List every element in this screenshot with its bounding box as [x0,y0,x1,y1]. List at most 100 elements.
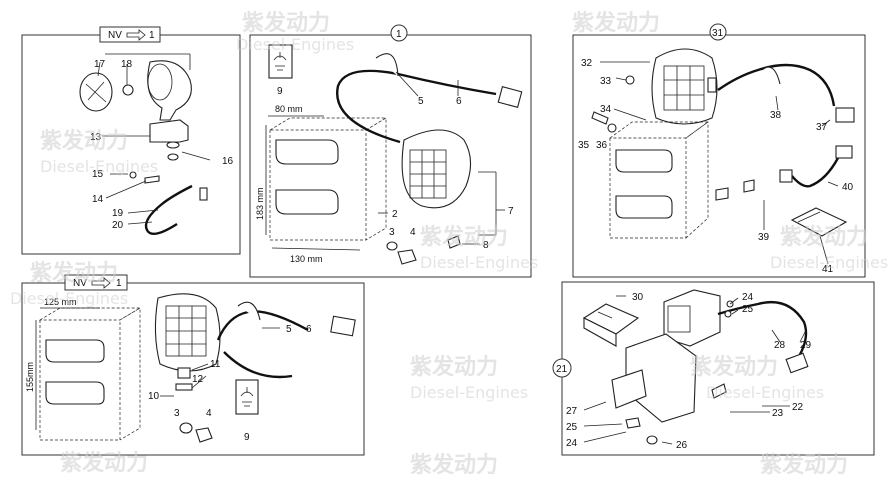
panel-work-lamp-rect: 1 9 80 mm 183 mm 130 mm 5 [249,24,532,278]
callout-14: 14 [92,194,104,205]
callout-33: 33 [600,76,612,87]
watermark-sub: Diesel-Engines [770,253,888,272]
panel-frame [21,282,365,456]
washer [179,422,193,434]
dim-height: 155mm [25,362,35,392]
callout-17: 17 [94,59,106,70]
watermark-brand: 紫发动力 [30,260,118,286]
callout-25-bottom: 25 [566,422,578,433]
watermark-brand: 紫发动力 [410,452,498,477]
lamp-cable [144,184,193,236]
bulb-holder [177,367,191,379]
callout-34: 34 [600,104,612,115]
lamp-head [154,293,221,372]
lamp-cable [335,69,497,144]
dim-height: 183 mm [255,187,265,220]
watermark-sub: Diesel-Engines [706,383,824,402]
nv-badge-number: 1 [116,278,122,289]
watermark-brand: 紫发动力 [410,354,498,380]
callout-39: 39 [758,232,770,243]
callout-11: 11 [210,359,221,370]
callout-15: 15 [92,169,104,180]
callout-23: 23 [772,408,784,419]
variant-circle [709,23,727,41]
lamp-head [663,289,721,347]
cable-clamp [375,53,399,77]
lamp-cable [717,63,836,107]
panel-work-lamp-round: NV 1 17 18 13 16 15 14 [21,26,241,255]
dim-depth: 130 mm [290,254,323,264]
watermark-sub: Diesel-Engines [236,35,354,54]
lamp-outline [268,117,388,241]
callout-7: 7 [508,206,514,217]
arrow-icon [91,277,111,289]
mounting-plate [611,369,647,409]
callout-6: 6 [456,96,462,107]
gasket [175,383,193,391]
callout-12: 12 [192,374,204,385]
bulb [447,235,461,249]
callout-8: 8 [483,240,489,251]
watermark-brand: 紫发动力 [40,128,128,154]
connector [199,187,208,201]
callout-5: 5 [418,96,424,107]
panel-work-lamp-21: 21 30 24 25 28 29 [552,281,875,456]
panel-work-lamp-nv: NV 1 125 mm 155mm 5 6 [21,274,365,456]
callout-37: 37 [816,122,828,133]
lamp-head [401,129,472,209]
callout-36: 36 [596,140,608,151]
nv-badge-text: NV [108,30,122,41]
nv-badge-number: 1 [149,30,155,41]
guard-bar-top [45,339,105,363]
watermark-sub: Diesel-Engines [420,253,538,272]
variant-circle [552,358,572,378]
callout-28: 28 [774,340,786,351]
watermark-layer: 紫发动力 Diesel-Engines 紫发动力 紫发动力 Diesel-Eng… [10,10,888,477]
lamp-outline [608,121,710,239]
callout-3: 3 [174,408,180,419]
bulb [711,383,727,399]
callout-25-top: 25 [742,304,754,315]
callout-27: 27 [566,406,578,417]
dim-width: 125 mm [44,297,77,307]
callout-26: 26 [676,440,688,451]
callout-20: 20 [112,220,124,231]
callout-40: 40 [842,182,854,193]
callout-4: 4 [410,227,416,238]
guard-bar-bottom [45,381,105,405]
callout-16: 16 [222,156,234,167]
variant-circle-number: 1 [396,29,402,40]
callout-29: 29 [800,340,812,351]
panel-work-lamp-31: 31 32 33 [572,23,866,278]
nv-badge-text: NV [73,278,87,289]
callout-38: 38 [770,110,782,121]
bulb-socket [715,187,729,201]
screw [724,310,732,318]
cable-connector [785,352,809,374]
cable-clamp [237,301,261,321]
mounting-bracket [149,119,189,143]
callout-6: 6 [306,324,312,335]
guard-bar-bottom [275,189,339,215]
lamp-outline [38,307,142,441]
washer-small [129,171,137,179]
lamp-switch [707,77,717,93]
lamp-grille [667,305,691,333]
variant-circle [390,24,408,42]
washer [607,123,617,133]
callout-30: 30 [632,292,644,303]
variant-circle-number: 31 [712,28,724,39]
variant-circle-number: 21 [556,364,568,375]
cable-clamp [761,66,781,85]
watermark-sub: Diesel-Engines [10,289,128,308]
watermark-brand: 紫发动力 [420,224,508,250]
callout-41: 41 [822,264,834,275]
watermark-brand: 紫发动力 [760,452,848,477]
watermark-brand: 紫发动力 [242,10,330,36]
rocker-switch-side [583,317,617,347]
adapter-connector [835,145,853,159]
bulb-socket-2 [743,179,755,193]
lamp-cable [216,310,309,341]
callout-2: 2 [392,209,398,220]
watermark-sub: Diesel-Engines [40,157,158,176]
